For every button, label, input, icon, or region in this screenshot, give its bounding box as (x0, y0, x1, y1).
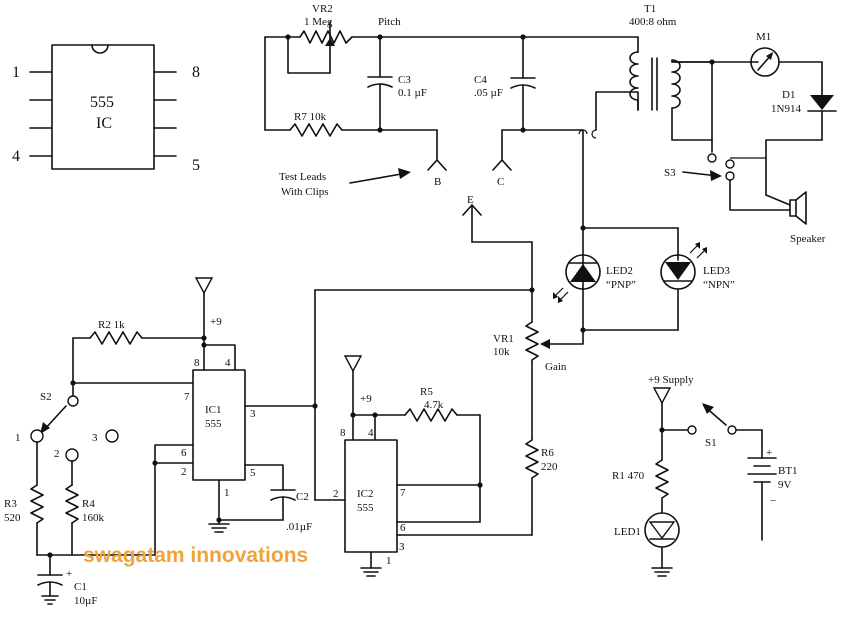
t1-label: T1 (644, 3, 656, 15)
ic1-type: 555 (205, 418, 222, 430)
c4-label: C4 (474, 74, 487, 86)
test-leads-label-2: With Clips (281, 186, 329, 198)
c3-value: 0.1 µF (398, 87, 427, 99)
speaker-label: Speaker (790, 233, 826, 245)
r2-label: R2 1k (98, 319, 125, 331)
d1-label: D1 (782, 89, 795, 101)
c4-value: .05 µF (474, 87, 503, 99)
r6-value: 220 (541, 461, 558, 473)
c3-label: C3 (398, 74, 411, 86)
ic1-pin-6: 6 (181, 447, 187, 459)
c1-polarity: + (66, 568, 72, 580)
s2-position-3: 3 (92, 432, 98, 444)
bt1-minus: − (770, 495, 776, 507)
ic1-label: IC1 (205, 404, 222, 416)
ic1-pin-5: 5 (250, 467, 256, 479)
bt1-plus: + (766, 447, 772, 459)
s1-label: S1 (705, 437, 717, 449)
r3-label: R3 (4, 498, 17, 510)
s3-label: S3 (664, 167, 676, 179)
ic2-pin-6: 6 (400, 522, 406, 534)
lead-b-label: B (434, 176, 441, 188)
r3-value: 520 (4, 512, 21, 524)
bt1-value: 9V (778, 479, 792, 491)
gain-network: VR1 10k Gain R6 220 (314, 287, 584, 536)
ic2-supply-label: +9 (360, 393, 372, 405)
s2-position-1: 1 (15, 432, 21, 444)
power-supply-section: +9 Supply S1 R1 470 LED1 + BT1 9V − (612, 374, 798, 577)
c2-label: C2 (296, 491, 309, 503)
c1-value: 10µF (74, 595, 97, 607)
r4-value: 160k (82, 512, 105, 524)
ic1-pin-7: 7 (184, 391, 190, 403)
supply-label: +9 Supply (648, 374, 694, 386)
pinout-pin-4: 4 (12, 148, 20, 165)
r6-label: R6 (541, 447, 554, 459)
ic-pinout-diagram: 555 IC 1 4 8 5 (12, 44, 200, 174)
gain-label: Gain (545, 361, 567, 373)
vr1-label: VR1 (493, 333, 514, 345)
r7-label: R7 10k (294, 111, 327, 123)
pinout-pin-1: 1 (12, 64, 20, 81)
s2-label: S2 (40, 391, 52, 403)
d1-value: 1N914 (771, 103, 801, 115)
bt1-label: BT1 (778, 465, 798, 477)
pinout-ic-label: IC (96, 115, 112, 132)
ic2-pin-1: 1 (386, 555, 392, 567)
watermark: swagatam innovations (83, 544, 308, 567)
c2-value: .01µF (286, 521, 312, 533)
c1-label: C1 (74, 581, 87, 593)
test-leads-label: Test Leads (279, 171, 326, 183)
led3-type: “NPN” (703, 279, 735, 291)
ic1-pin-4: 4 (225, 357, 231, 369)
ic2-label: IC2 (357, 488, 374, 500)
lead-c-label: C (497, 176, 504, 188)
r5-label: R5 (420, 386, 433, 398)
pitch-label: Pitch (378, 16, 401, 28)
pitch-network: VR2 1 Meg Pitch C3 0.1 µF C4 .05 µF R7 1… (264, 3, 639, 291)
pinout-ic-number: 555 (90, 94, 114, 111)
m1-label: M1 (756, 31, 771, 43)
polarity-leds: LED2 “PNP” LED3 “NPN” (553, 225, 735, 333)
ic2-pin-8: 8 (340, 427, 346, 439)
led1-label: LED1 (614, 526, 641, 538)
r4-label: R4 (82, 498, 95, 510)
ic2-type: 555 (357, 502, 374, 514)
led2-type: “PNP” (606, 279, 636, 291)
ic1-section: +9 R2 1k S2 1 2 3 R3 520 R4 160k + C1 10… (4, 277, 346, 607)
led2-label: LED2 (606, 265, 633, 277)
vr2-label: VR2 (312, 3, 333, 15)
ic1-pin-1: 1 (224, 487, 230, 499)
led3-label: LED3 (703, 265, 730, 277)
ic1-supply-label: +9 (210, 316, 222, 328)
r5-value: 4.7k (424, 399, 444, 411)
r1-label: R1 470 (612, 470, 645, 482)
ic2-section: +9 R5 4.7k IC2 555 8 4 7 2 6 3 1 (333, 355, 483, 577)
ic1-pin-3: 3 (250, 408, 256, 420)
pinout-pin-5: 5 (192, 157, 200, 174)
vr2-value: 1 Meg (304, 16, 333, 28)
ic1-pin-2: 2 (181, 466, 187, 478)
lead-e-label: E (467, 194, 474, 206)
ic2-pin-3: 3 (399, 541, 405, 553)
t1-value: 400:8 ohm (629, 16, 677, 28)
ic2-pin-2: 2 (333, 488, 339, 500)
s2-position-2: 2 (54, 448, 60, 460)
ic2-pin-4: 4 (368, 427, 374, 439)
ic1-pin-8: 8 (194, 357, 200, 369)
pinout-pin-8: 8 (192, 64, 200, 81)
vr1-value: 10k (493, 346, 510, 358)
ic2-pin-7: 7 (400, 487, 406, 499)
output-section: T1 400:8 ohm M1 D1 1N914 S3 Speaker (578, 3, 837, 291)
